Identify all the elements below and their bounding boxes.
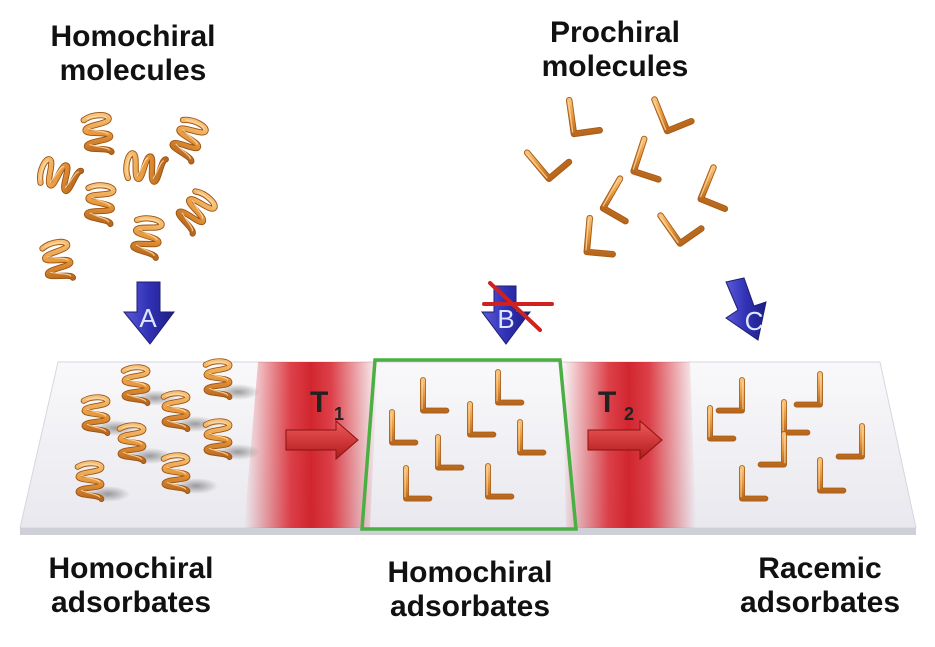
helix-spring-icon xyxy=(124,153,165,184)
transition-arrow-t2: T 2 xyxy=(587,386,663,461)
transition-label-t2: T xyxy=(598,386,616,419)
arrow-a: A xyxy=(122,281,175,345)
label-bottom-center-adsorbates: Homochiral adsorbates xyxy=(387,556,553,623)
label-bottom-left-adsorbates: Homochiral adsorbates xyxy=(48,552,214,619)
helix-spring-icon xyxy=(131,216,162,257)
arrow-c: C xyxy=(725,277,767,341)
l-shape-icon xyxy=(633,139,669,180)
helix-spring-icon xyxy=(169,117,208,162)
label-bottom-right-adsorbates: Racemic adsorbates xyxy=(739,552,901,619)
transition-label-t2-sub: 2 xyxy=(624,404,634,424)
helix-spring-icon xyxy=(83,114,111,154)
adsorbed-homochiral-helices xyxy=(78,361,260,502)
highlight-box-center xyxy=(360,358,578,531)
transition-arrow-t1: T 1 xyxy=(285,386,359,461)
prochiral-molecules-group xyxy=(526,90,737,254)
label-homochiral-molecules: Homochiral molecules xyxy=(50,20,216,87)
helix-spring-icon xyxy=(85,184,113,224)
transition-label-t1: T xyxy=(310,386,328,419)
l-shape-icon xyxy=(526,136,569,179)
l-shape-icon xyxy=(602,178,642,221)
arrow-b: B xyxy=(481,285,531,345)
l-shape-icon xyxy=(586,218,616,254)
helix-spring-icon xyxy=(37,158,81,194)
arrow-c-label: C xyxy=(745,306,764,336)
cross-mark-icon xyxy=(482,281,554,332)
l-shape-icon xyxy=(700,167,738,209)
arrow-b-label: B xyxy=(497,304,514,334)
transition-label-t1-sub: 1 xyxy=(334,404,344,424)
l-shape-icon xyxy=(568,97,599,134)
label-prochiral-molecules: Prochiral molecules xyxy=(541,16,689,83)
helix-spring-icon xyxy=(173,189,216,234)
arrow-a-label: A xyxy=(139,303,157,333)
l-shape-icon xyxy=(654,90,692,132)
helix-spring-icon xyxy=(42,241,73,282)
homochiral-molecules-group xyxy=(37,114,217,282)
l-shape-icon xyxy=(660,201,702,244)
